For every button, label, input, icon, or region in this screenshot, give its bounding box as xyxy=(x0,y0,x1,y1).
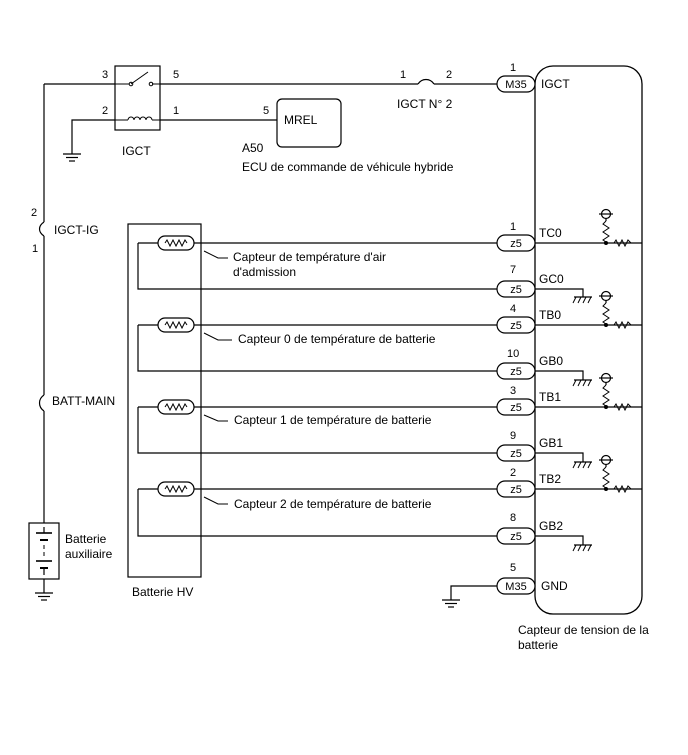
wire-relay-ground xyxy=(71,119,115,154)
conn-gb0-pin: 10 xyxy=(507,348,519,360)
conn-igct: M35 1 IGCT xyxy=(496,62,570,93)
term-tb1: TB1 xyxy=(539,390,561,404)
fuse-igct-ig xyxy=(38,221,45,237)
conn-gnd: M35 5 GND xyxy=(496,562,568,595)
term-tb0: TB0 xyxy=(539,308,561,322)
sensor-0-label: Capteur 0 de température de batterie xyxy=(238,332,436,346)
relay-pin-2: 2 xyxy=(102,105,108,117)
term-gc0: GC0 xyxy=(539,272,564,286)
conn-tb1-pin: 3 xyxy=(510,385,516,397)
battery-voltage-sensor-box xyxy=(534,65,643,615)
conn-tc0: z5 1 TC0 xyxy=(496,221,562,252)
hv-battery-box xyxy=(127,223,202,578)
sensor-intake-label-1: Capteur de température d'air xyxy=(233,250,386,264)
mrel-code: A50 xyxy=(242,141,264,155)
mrel-label: MREL xyxy=(284,113,318,127)
wire-gnd xyxy=(450,585,497,600)
conn-tb2: z5 2 TB2 xyxy=(496,467,561,498)
thermistor-1-icon xyxy=(157,399,195,415)
igct2-pin-right: 2 xyxy=(446,69,452,81)
internal-gb0 xyxy=(535,370,584,380)
sensor-1 xyxy=(137,399,497,454)
internal-gb1 xyxy=(535,452,584,462)
conn-gc0-code: z5 xyxy=(510,284,522,296)
relay-coil-icon xyxy=(127,116,153,121)
conn-tb2-code: z5 xyxy=(510,484,522,496)
ecu-label: ECU de commande de véhicule hybride xyxy=(242,160,454,174)
conn-tb1-code: z5 xyxy=(510,402,522,414)
term-gnd: GND xyxy=(541,579,568,593)
fuse-igct-2 xyxy=(417,78,435,85)
thermistor-2-icon xyxy=(157,481,195,497)
conn-igct-pin: 1 xyxy=(510,62,516,74)
conn-tc0-code: z5 xyxy=(510,238,522,250)
aux-battery-label-1: Batterie xyxy=(65,532,107,546)
conn-tb0-code: z5 xyxy=(510,320,522,332)
conn-tb1: z5 3 TB1 xyxy=(496,385,561,416)
relay-ground-icon xyxy=(62,153,82,162)
conn-gb2: z5 8 GB2 xyxy=(496,512,563,545)
sensor-0 xyxy=(137,317,497,372)
conn-gb0-code: z5 xyxy=(510,366,522,378)
relay-switch-arm xyxy=(130,71,149,85)
conn-gb1: z5 9 GB1 xyxy=(496,430,563,462)
fuse-batt-main xyxy=(38,394,45,412)
sensor-2-label: Capteur 2 de température de batterie xyxy=(234,497,432,511)
term-tb2: TB2 xyxy=(539,472,561,486)
sensor-unit-label-2: batterie xyxy=(518,638,558,652)
conn-gb1-code: z5 xyxy=(510,448,522,460)
conn-gb2-pin: 8 xyxy=(510,512,516,524)
aux-battery xyxy=(28,522,60,580)
term-gb0: GB0 xyxy=(539,354,563,368)
relay-pin-5: 5 xyxy=(173,69,179,81)
aux-battery-label-2: auxiliaire xyxy=(65,547,113,561)
term-gb1: GB1 xyxy=(539,436,563,450)
conn-tb0-pin: 4 xyxy=(510,303,516,315)
igct-ig-pin-top: 2 xyxy=(31,207,37,219)
sensor-2 xyxy=(137,481,497,537)
mrel-pin: 5 xyxy=(263,105,269,117)
conn-gc0: z5 7 GC0 xyxy=(496,264,564,298)
term-tc0: TC0 xyxy=(539,226,562,240)
conn-tc0-pin: 1 xyxy=(510,221,516,233)
thermistor-0-icon xyxy=(157,317,195,333)
igct2-pin-left: 1 xyxy=(400,69,406,81)
igct-relay xyxy=(114,65,161,131)
conn-gb0: z5 10 GB0 xyxy=(496,348,563,380)
thermistor-intake-icon xyxy=(157,235,195,251)
conn-gnd-pin: 5 xyxy=(510,562,516,574)
sensor-intake xyxy=(137,235,497,290)
relay-pin-3: 3 xyxy=(102,69,108,81)
sensor-1-label: Capteur 1 de température de batterie xyxy=(234,413,432,427)
aux-battery-ground-icon xyxy=(34,592,54,601)
conn-gb1-pin: 9 xyxy=(510,430,516,442)
igct2-label: IGCT N° 2 xyxy=(397,97,453,111)
igct-ig-label: IGCT-IG xyxy=(54,223,99,237)
gnd-ground-icon xyxy=(441,599,461,608)
sensor-intake-label-2: d'admission xyxy=(233,265,296,279)
relay-pin-1: 1 xyxy=(173,105,179,117)
term-gb2: GB2 xyxy=(539,519,563,533)
conn-gb2-code: z5 xyxy=(510,531,522,543)
term-igct: IGCT xyxy=(541,77,570,91)
hv-battery-label: Batterie HV xyxy=(132,585,193,599)
batt-main-label: BATT-MAIN xyxy=(52,394,115,408)
igct-ig-pin-bottom: 1 xyxy=(32,243,38,255)
conn-igct-code: M35 xyxy=(505,79,526,91)
internal-gb2 xyxy=(535,535,584,545)
internal-gc0 xyxy=(535,288,584,297)
mrel-box xyxy=(276,98,342,148)
conn-gc0-pin: 7 xyxy=(510,264,516,276)
conn-gnd-code: M35 xyxy=(505,581,526,593)
relay-label: IGCT xyxy=(122,144,151,158)
conn-tb2-pin: 2 xyxy=(510,467,516,479)
conn-tb0: z5 4 TB0 xyxy=(496,303,561,334)
sensor-unit-label-1: Capteur de tension de la xyxy=(518,623,649,637)
